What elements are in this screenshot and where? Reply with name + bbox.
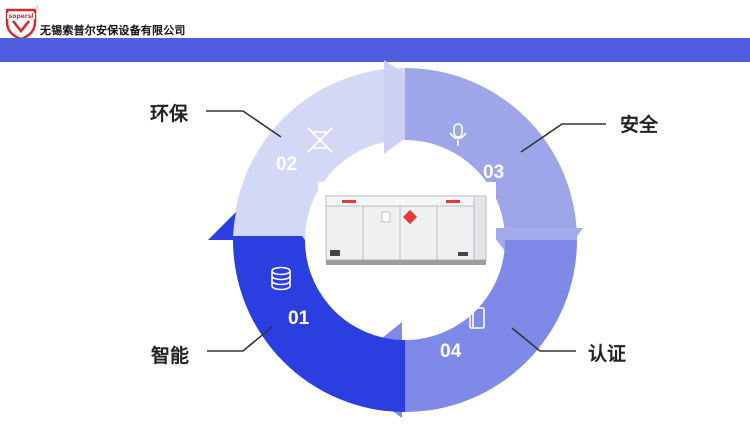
segment-03	[405, 68, 577, 240]
leader-line-01	[207, 326, 273, 352]
leader-line-02	[206, 110, 282, 138]
segment-01	[233, 240, 405, 412]
dna-icon	[307, 127, 333, 153]
label-01: 智能	[151, 345, 190, 367]
svg-text:®: ®	[36, 4, 38, 11]
segment-03-number: 03	[483, 162, 504, 183]
microphone-icon	[449, 123, 467, 146]
book-icon	[469, 307, 485, 329]
database-icon	[271, 266, 291, 291]
label-04: 认证	[588, 343, 627, 365]
leader-line-04	[511, 327, 576, 352]
company-name: 无锡索普尔安保设备有限公司	[40, 24, 186, 37]
label-03: 安全	[620, 114, 659, 136]
cabinet-image	[318, 182, 496, 272]
header-blue-band	[0, 38, 750, 62]
svg-text:sopersl: sopersl	[9, 13, 34, 20]
segment-04-number: 04	[440, 341, 462, 362]
segment-01-number: 01	[288, 308, 310, 329]
label-02: 环保	[150, 103, 189, 125]
segment-04	[405, 240, 577, 412]
leader-line-03	[520, 123, 606, 153]
segment-02-number: 02	[276, 154, 297, 175]
ring	[208, 60, 583, 418]
